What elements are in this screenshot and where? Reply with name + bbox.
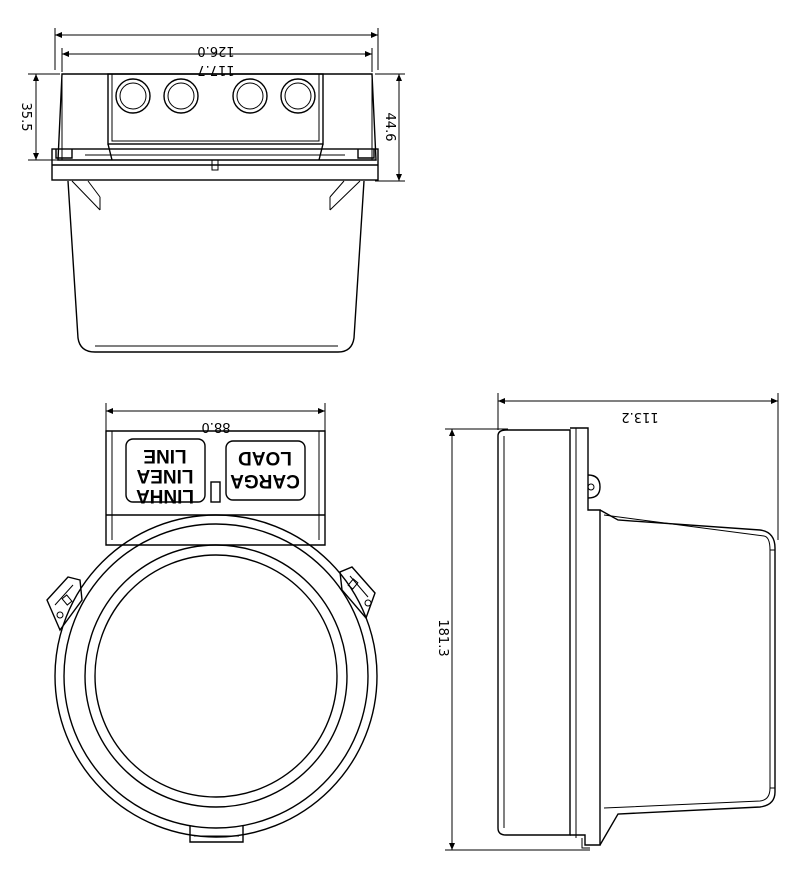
bottom-tab xyxy=(189,826,244,843)
top-view: 126.0 117.7 35.5 44.6 xyxy=(18,28,405,353)
label-load: LOAD xyxy=(238,447,292,468)
left-clip xyxy=(46,576,83,632)
dim-top-inner: 117.7 xyxy=(61,48,373,77)
dim-front-width: 88.0 xyxy=(105,403,326,434)
load-label-box: LOAD CARGA xyxy=(225,440,306,501)
label-line: LINE xyxy=(143,445,186,466)
front-view: 88.0 LINE LINEA LINHA LOAD CARGA xyxy=(46,403,378,843)
right-clip xyxy=(339,566,376,620)
dim-top-left-height-text: 35.5 xyxy=(18,103,33,132)
dim-top-left-height: 35.5 xyxy=(18,73,60,161)
slot xyxy=(210,481,221,503)
terminal-holes xyxy=(115,78,316,114)
side-view: 113.2 181.3 xyxy=(435,393,779,851)
meter-rings xyxy=(54,514,378,838)
line-label-box: LINE LINEA LINHA xyxy=(125,438,206,506)
dim-top-inner-text: 117.7 xyxy=(197,62,234,77)
dim-side-depth: 113.2 xyxy=(497,393,779,540)
side-hook xyxy=(587,474,601,499)
dim-front-width-text: 88.0 xyxy=(202,419,231,434)
dim-side-height: 181.3 xyxy=(435,428,590,851)
label-linha: LINHA xyxy=(136,485,194,506)
label-linea: LINEA xyxy=(136,465,193,486)
dim-side-height-text: 181.3 xyxy=(435,619,450,656)
label-carga: CARGA xyxy=(230,470,300,491)
dim-top-right-height-text: 44.6 xyxy=(382,113,397,142)
dim-top-right-height: 44.6 xyxy=(375,73,405,182)
dim-side-depth-text: 113.2 xyxy=(621,409,658,424)
dim-top-overall-text: 126.0 xyxy=(197,43,234,58)
